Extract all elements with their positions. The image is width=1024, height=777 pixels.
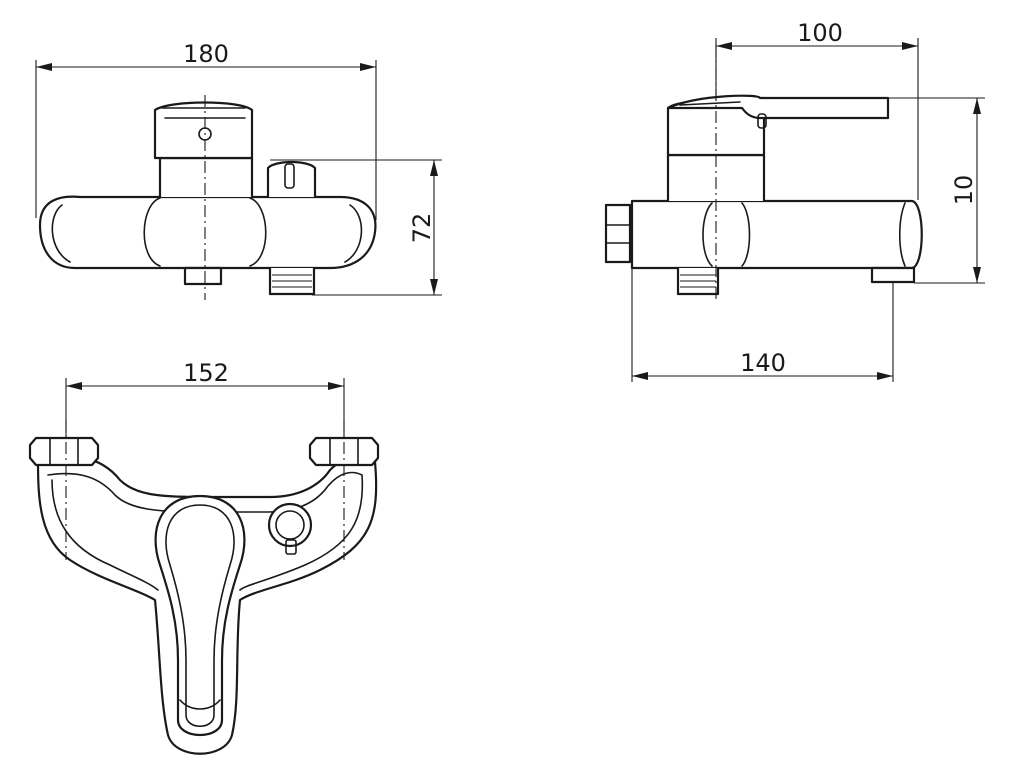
- top-diverter-knob: [267, 502, 313, 548]
- dim-100-arrow-left: [716, 42, 732, 50]
- top-nut-right-flats: [329, 437, 359, 466]
- dim-152-arrow-right: [328, 382, 344, 390]
- front-outlet-left: [183, 266, 223, 286]
- front-body: [38, 195, 377, 270]
- top-handle-inner: [165, 504, 235, 728]
- top-view: 152: [28, 359, 380, 755]
- dim-140-arrow-right: [877, 372, 893, 380]
- top-handle-tip: [179, 699, 221, 710]
- dim-152-arrow-left: [66, 382, 82, 390]
- side-body-inner-left: [702, 202, 713, 267]
- front-diverter: [266, 160, 317, 199]
- dim-72-arrow-top: [430, 160, 438, 176]
- side-body: [630, 199, 923, 270]
- top-nut-left-flats: [49, 437, 79, 466]
- side-nut: [604, 203, 632, 264]
- front-body-inner-right: [249, 197, 267, 267]
- side-view: 100 10 140: [604, 19, 985, 382]
- top-diverter-inner: [275, 510, 305, 540]
- side-body-end-curve: [899, 202, 906, 267]
- side-lever-edge: [679, 101, 741, 106]
- dim-180-label: 180: [183, 40, 229, 68]
- dim-140-label: 140: [740, 349, 786, 377]
- dim-140-arrow-left: [632, 372, 648, 380]
- dim-152-label: 152: [183, 359, 229, 387]
- dim-10-label: 10: [950, 175, 978, 206]
- side-handle-screw-icon: [757, 113, 767, 129]
- side-nut-flats: [605, 224, 631, 244]
- dim-72-arrow-bottom: [430, 279, 438, 295]
- front-thread-lines: [272, 274, 312, 288]
- top-nut-left: [28, 436, 100, 467]
- front-diverter-knob: [284, 163, 295, 189]
- dim-10-arrow-bottom: [973, 267, 981, 283]
- front-body-right-end: [344, 204, 363, 263]
- top-handle: [154, 494, 246, 737]
- top-diverter-tab: [285, 539, 297, 555]
- dim-100-arrow-right: [902, 42, 918, 50]
- dim-10-arrow-top: [973, 98, 981, 114]
- top-body-inner: [47, 471, 364, 591]
- front-cartridge: [158, 156, 254, 199]
- dim-180-arrow-right: [360, 63, 376, 71]
- dim-100-label: 100: [797, 19, 843, 47]
- front-body-inner-left: [143, 197, 161, 267]
- top-body-inner-left: [51, 479, 159, 591]
- side-body-inner-right: [741, 202, 751, 267]
- front-handle-cap: [153, 101, 254, 160]
- front-body-left-end: [51, 204, 71, 263]
- side-spout-outlet: [870, 266, 916, 284]
- side-thread-lines: [680, 274, 716, 288]
- dim-180-arrow-left: [36, 63, 52, 71]
- dim-72-label: 72: [408, 213, 436, 244]
- front-view: 180 72: [35, 40, 442, 300]
